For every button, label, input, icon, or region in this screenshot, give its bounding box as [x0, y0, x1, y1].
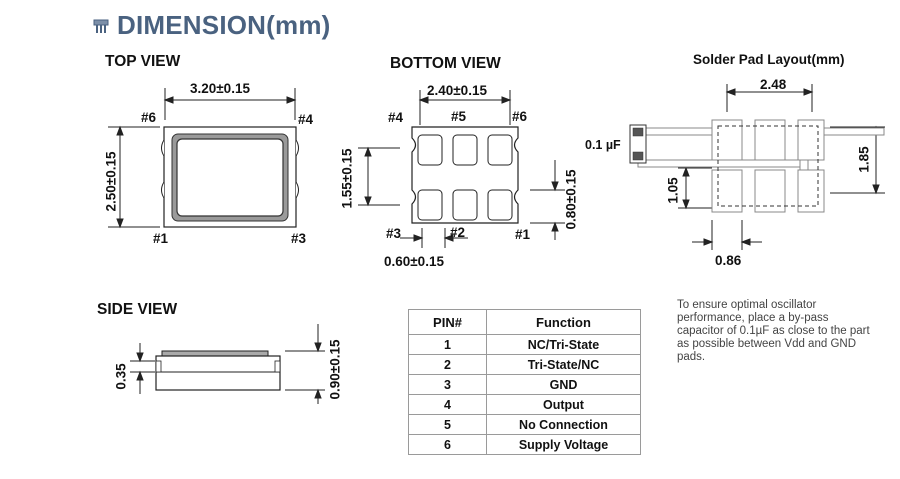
table-row: 2 Tri-State/NC: [408, 354, 641, 375]
pin-function-cell: Output: [486, 394, 641, 415]
bottom-view-pad-span-dim: 1.55±0.15: [339, 148, 355, 209]
pin-number-cell: 4: [408, 394, 487, 415]
pin-number-cell: 1: [408, 334, 487, 355]
solder-pad-height-dim: 1.85: [856, 146, 872, 173]
bottom-view-pin6: #6: [512, 109, 528, 124]
pin-function-cell: Tri-State/NC: [486, 354, 641, 375]
bottom-view-drawing: [358, 90, 565, 248]
pin-column-header: PIN#: [408, 309, 487, 335]
pin-function-cell: Supply Voltage: [486, 434, 641, 455]
solder-pad-pad-height-dim: 1.05: [665, 177, 681, 204]
connector-pin-icon: [93, 19, 109, 33]
top-view-pin4: #4: [298, 112, 314, 127]
table-row: 3 GND: [408, 374, 641, 395]
top-view-pin3: #3: [291, 231, 307, 246]
solder-pad-drawing: [629, 84, 885, 250]
pin-function-cell: GND: [486, 374, 641, 395]
pin-function-table: PIN# Function 1 NC/Tri-State 2 Tri-State…: [408, 309, 641, 455]
side-view-label: SIDE VIEW: [97, 301, 178, 318]
side-view-total-dim: 0.90±0.15: [327, 339, 343, 400]
solder-pad-pad-width-dim: 0.86: [715, 253, 742, 268]
top-view-width-dim: 3.20±0.15: [190, 81, 250, 96]
table-row: 5 No Connection: [408, 414, 641, 435]
pin-number-cell: 6: [408, 434, 487, 455]
solder-pad-label: Solder Pad Layout(mm): [693, 52, 845, 67]
top-view-drawing: [108, 88, 299, 229]
top-view-pin1: #1: [153, 231, 169, 246]
bottom-view-pin2: #2: [450, 225, 466, 240]
top-view-pin6: #6: [141, 110, 157, 125]
table-row: 6 Supply Voltage: [408, 434, 641, 455]
page-title: DIMENSION(mm): [117, 10, 331, 40]
side-view-drawing: [130, 324, 325, 404]
solder-pad-width-dim: 2.48: [760, 77, 787, 92]
table-row: 1 NC/Tri-State: [408, 334, 641, 355]
pin-number-cell: 5: [408, 414, 487, 435]
top-view-label: TOP VIEW: [105, 53, 181, 70]
bottom-view-pin5: #5: [451, 109, 467, 124]
function-column-header: Function: [486, 309, 641, 335]
bottom-view-pin4: #4: [388, 110, 404, 125]
page-heading: DIMENSION(mm): [92, 10, 331, 41]
pin-function-cell: No Connection: [486, 414, 641, 435]
pin-number-cell: 2: [408, 354, 487, 375]
top-view-height-dim: 2.50±0.15: [103, 151, 119, 212]
bottom-view-pin3: #3: [386, 226, 402, 241]
bottom-view-pin1: #1: [515, 227, 531, 242]
pin-function-cell: NC/Tri-State: [486, 334, 641, 355]
bottom-view-label: BOTTOM VIEW: [390, 55, 501, 72]
capacitor-label: 0.1 µF: [585, 138, 621, 152]
table-row: 4 Output: [408, 394, 641, 415]
bottom-view-pad-height-dim: 0.80±0.15: [563, 169, 579, 230]
table-header-row: PIN# Function: [408, 309, 641, 335]
bypass-capacitor-note: To ensure optimal oscillator performance…: [677, 299, 870, 363]
pin-number-cell: 3: [408, 374, 487, 395]
side-view-base-dim: 0.35: [113, 363, 129, 390]
bottom-view-width-dim: 2.40±0.15: [427, 83, 487, 98]
bottom-view-pad-width-dim: 0.60±0.15: [384, 254, 444, 269]
